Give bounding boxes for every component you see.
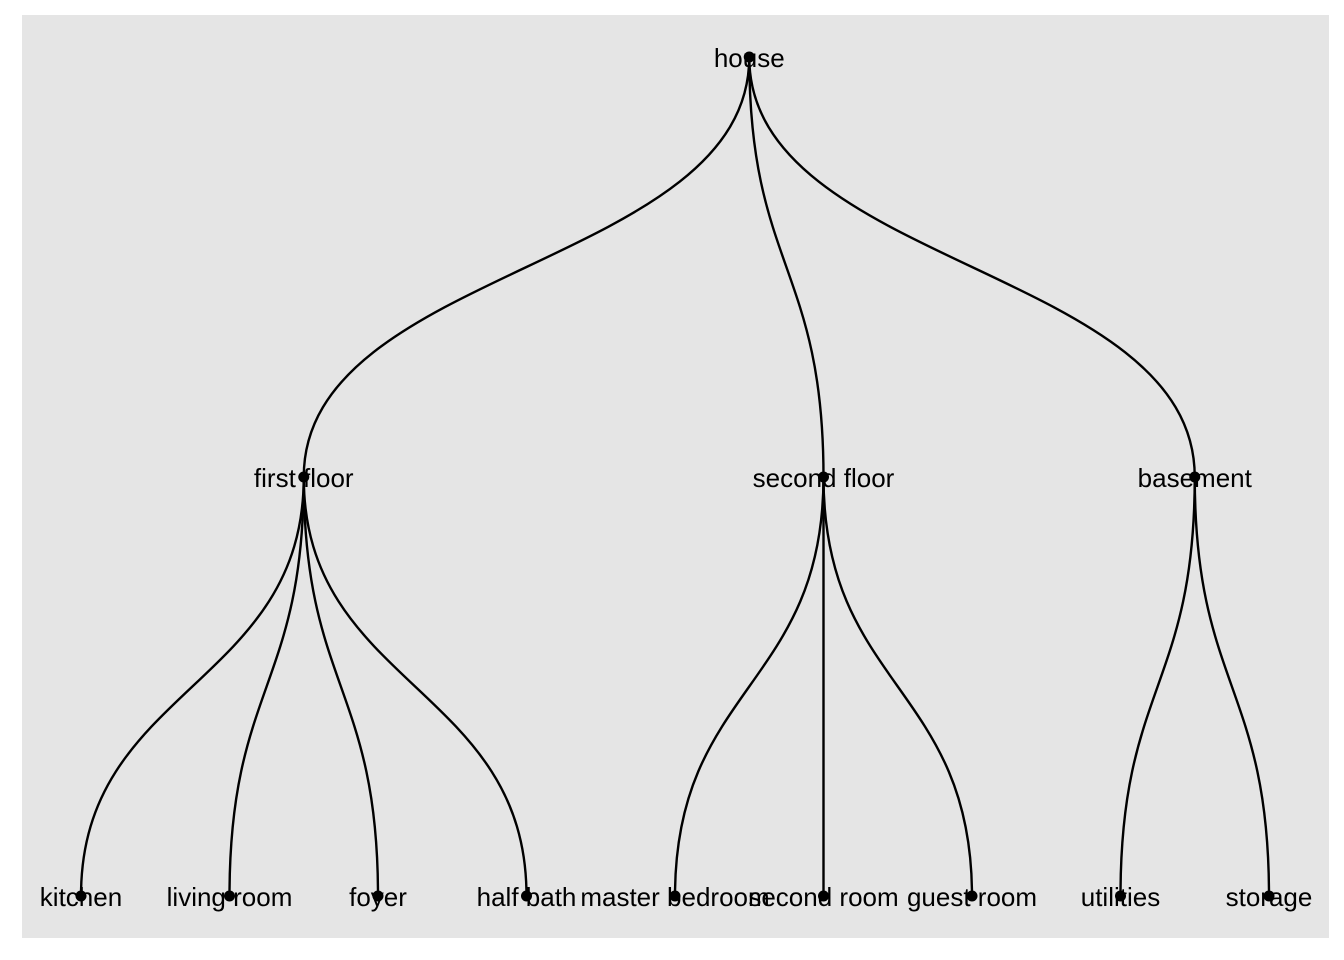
node-point-first-floor: [298, 471, 310, 483]
node-point-living-room: [224, 890, 235, 902]
edge-basement-to-storage: [1193, 476, 1271, 897]
node-label-basement: basement: [1138, 463, 1253, 493]
node-label-second-room: second room: [748, 882, 898, 912]
node-label-house: house: [714, 43, 785, 73]
plot-panel: [22, 15, 1329, 938]
node-label-second-floor: second floor: [753, 463, 895, 493]
edge-first-floor-to-foyer: [302, 476, 380, 897]
node-point-master-bedroom: [669, 890, 681, 902]
node-label-master-bedroom: master bedroom: [580, 882, 769, 912]
node-point-foyer: [372, 890, 384, 902]
node-layer: [75, 51, 1275, 902]
edge-house-to-first-floor: [302, 56, 751, 478]
edge-first-floor-to-half-bath: [302, 476, 528, 897]
node-label-living-room: living room: [167, 882, 293, 912]
node-label-half-bath: half bath: [477, 882, 577, 912]
node-point-basement: [1189, 471, 1201, 483]
edge-first-floor-to-kitchen: [79, 476, 305, 897]
edge-house-to-second-floor: [748, 56, 825, 478]
node-label-kitchen: kitchen: [40, 882, 122, 912]
node-point-second-room: [818, 890, 829, 902]
node-label-utilities: utilities: [1081, 882, 1160, 912]
node-point-house: [743, 51, 755, 63]
node-label-foyer: foyer: [349, 882, 407, 912]
edge-second-floor-to-master-bedroom: [673, 476, 825, 897]
node-point-kitchen: [75, 890, 87, 902]
edge-house-to-basement: [748, 56, 1196, 478]
node-point-guest-room: [966, 890, 978, 902]
node-point-second-floor: [818, 471, 829, 483]
node-point-storage: [1263, 890, 1275, 902]
node-point-utilities: [1115, 890, 1126, 902]
edge-first-floor-to-living-room: [228, 476, 305, 897]
edge-basement-to-utilities: [1119, 476, 1196, 897]
edge-layer: [79, 56, 1271, 897]
node-label-storage: storage: [1226, 882, 1313, 912]
node-label-guest-room: guest room: [907, 882, 1037, 912]
node-point-half-bath: [521, 890, 532, 902]
label-layer: house first floor second floor basement kitc…: [40, 43, 1313, 912]
node-label-first-floor: first floor: [254, 463, 354, 493]
edge-second-floor-to-guest-room: [822, 476, 974, 897]
